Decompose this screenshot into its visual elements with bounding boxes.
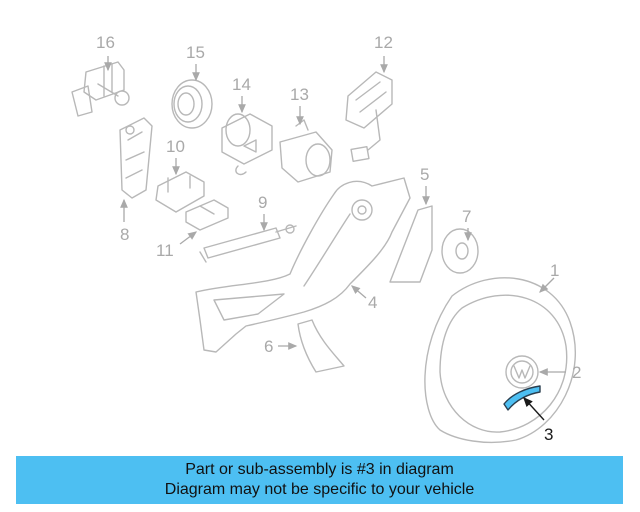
- part-7-emblem-disc: [441, 228, 479, 274]
- part-13-motor: [279, 119, 333, 183]
- callout-9: 9: [258, 193, 267, 212]
- part-2-badge: [505, 355, 539, 389]
- part-3-trim-strip: [503, 385, 541, 411]
- part-16-hinge-bracket: [71, 61, 130, 117]
- part-9-gas-strut: [199, 224, 297, 263]
- callout-4: 4: [368, 293, 377, 312]
- callout-5: 5: [420, 165, 429, 184]
- part-12-latch: [345, 71, 393, 162]
- callout-11: 11: [156, 241, 174, 260]
- callout-16: 16: [96, 33, 115, 52]
- banner-line-disclaimer: Diagram may not be specific to your vehi…: [164, 481, 475, 498]
- callout-12: 12: [374, 33, 393, 52]
- part-15-round-cap: [171, 79, 213, 129]
- callout-3: 3: [544, 425, 553, 444]
- callout-15: 15: [186, 43, 205, 62]
- callout-7: 7: [462, 207, 471, 226]
- part-5-panel: [389, 205, 433, 283]
- part-1-spare-wheel-cover: [424, 277, 576, 444]
- part-4-carrier-arm: [195, 177, 411, 353]
- callout-labels: 16 15 14 13 12 10 8 9 11 5 7 4 6 1 2 3: [96, 33, 581, 444]
- callout-2: 2: [572, 363, 581, 382]
- callout-1: 1: [550, 261, 559, 280]
- leader-lines: [104, 56, 566, 421]
- part-6-flap: [297, 319, 345, 373]
- part-8-hinge-arm: [119, 117, 153, 199]
- callout-14: 14: [232, 75, 251, 94]
- part-11-block: [185, 199, 229, 231]
- part-10-bracket: [155, 171, 205, 213]
- callout-6: 6: [264, 337, 273, 356]
- callout-8: 8: [120, 225, 129, 244]
- callout-13: 13: [290, 85, 309, 104]
- parts-diagram: 16 15 14 13 12 10 8 9 11 5 7 4 6 1 2 3: [71, 33, 581, 444]
- banner-line-part-number: Part or sub-assembly is #3 in diagram: [185, 461, 454, 478]
- info-banner: Part or sub-assembly is #3 in diagram Di…: [16, 456, 623, 504]
- part-14-lock-actuator: [221, 113, 273, 176]
- callout-10: 10: [166, 137, 185, 156]
